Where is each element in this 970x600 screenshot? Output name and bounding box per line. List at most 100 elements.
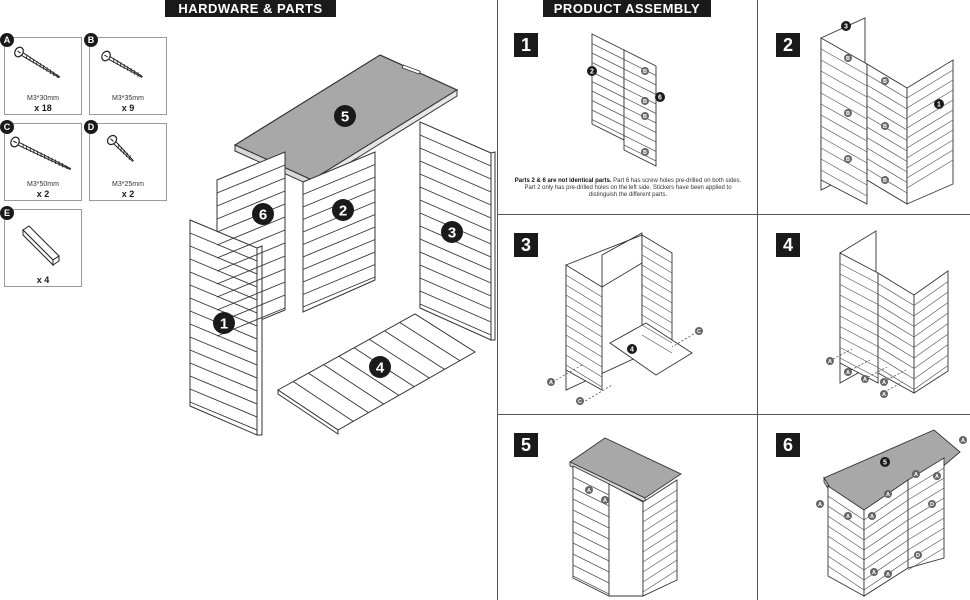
panel-slat xyxy=(863,549,909,581)
panel-slat xyxy=(863,539,909,571)
panel-slat xyxy=(642,539,678,563)
panel-slat xyxy=(907,527,945,551)
panel-slat xyxy=(572,542,610,562)
panel-slat xyxy=(302,239,376,270)
svg-text:A: A xyxy=(587,488,591,494)
hardware-letter-d: D xyxy=(84,120,98,134)
panel-slat xyxy=(216,281,286,311)
svg-text:5: 5 xyxy=(883,460,887,467)
panel-slat xyxy=(216,177,286,207)
panel-slat xyxy=(642,549,678,573)
step-6-label: A xyxy=(844,512,852,520)
svg-text:B: B xyxy=(846,157,850,163)
panel-slat xyxy=(591,62,625,79)
step-number-5: 5 xyxy=(514,433,538,457)
step-number-4: 4 xyxy=(776,233,800,257)
grid-divider-vertical xyxy=(757,0,758,600)
svg-text:A: A xyxy=(846,370,850,376)
panel-slat xyxy=(302,214,376,245)
panel-slat xyxy=(623,68,657,86)
wood-block-icon xyxy=(22,225,60,267)
panel-slat xyxy=(642,529,678,553)
panel-slat xyxy=(913,333,949,359)
panel-slat xyxy=(906,69,954,99)
step-2-label: B xyxy=(844,109,852,117)
panel-slat xyxy=(866,84,908,110)
panel-slat xyxy=(906,79,954,109)
panel-slat xyxy=(419,173,492,206)
screw-icon xyxy=(10,136,72,171)
panel-slat xyxy=(572,498,610,518)
panel-slat xyxy=(877,356,915,380)
panel-slat xyxy=(827,555,865,581)
step-6-diagram: 5 A A A A A A A D D A A xyxy=(816,429,967,597)
hardware-size-c: M3*50mm xyxy=(27,181,59,188)
floor-slat xyxy=(399,322,461,362)
panel-slat xyxy=(863,529,909,561)
panel-slat xyxy=(913,323,949,348)
svg-text:C: C xyxy=(578,399,582,405)
panel-slat xyxy=(866,105,908,131)
svg-text:A: A xyxy=(935,474,939,480)
svg-text:A: A xyxy=(603,498,607,504)
svg-text:4: 4 xyxy=(376,360,385,377)
panel-slat xyxy=(863,509,909,541)
panel-slat xyxy=(216,190,286,220)
panel-slat xyxy=(839,263,879,284)
panel-slat xyxy=(623,78,657,95)
svg-text:A: A xyxy=(886,492,890,498)
panel-slat xyxy=(572,520,610,540)
panel-slat xyxy=(827,495,865,521)
hardware-qty-c: x 2 xyxy=(36,189,50,199)
panel-slat xyxy=(863,499,909,531)
panel-slat xyxy=(642,519,678,543)
step-6-label: A xyxy=(868,512,876,520)
panel-slat xyxy=(302,251,376,283)
panel-slat xyxy=(591,119,625,136)
panel-slat xyxy=(863,519,909,551)
panel-slat xyxy=(189,232,258,262)
panel-slat xyxy=(866,147,908,173)
panel-slat xyxy=(216,255,286,285)
hardware-letter-c: C xyxy=(0,120,14,134)
panel-slat xyxy=(827,535,865,561)
panel-slat xyxy=(877,325,915,348)
panel-slat xyxy=(565,294,603,318)
step-6-label: A xyxy=(816,500,824,508)
panel-slat xyxy=(565,304,603,328)
panel-slat xyxy=(623,87,657,105)
svg-text:1: 1 xyxy=(220,316,228,333)
panel-slat xyxy=(623,135,657,152)
panel-slat xyxy=(913,365,949,390)
step-6-label: A xyxy=(884,570,892,578)
panel-slat xyxy=(839,273,879,295)
panel-slat xyxy=(565,314,603,338)
panel-slat xyxy=(419,199,492,232)
parts-note: Parts 2 & 6 are not identical parts. Par… xyxy=(512,178,744,199)
svg-text:2: 2 xyxy=(339,203,347,220)
panel-slat xyxy=(623,116,657,133)
panel-slat xyxy=(572,564,610,584)
panel-slat xyxy=(419,238,492,271)
panel-slat xyxy=(216,268,286,298)
svg-text:A: A xyxy=(961,438,965,444)
svg-text:B: B xyxy=(883,79,887,85)
panel-slat xyxy=(913,354,949,380)
panel-slat xyxy=(419,277,492,310)
part-badge-1: 1 xyxy=(213,312,235,334)
panel-slat xyxy=(189,297,258,327)
hardware-qty-a: x 18 xyxy=(34,103,52,113)
panel-slat xyxy=(641,314,673,334)
panel-slat xyxy=(565,274,603,298)
panel-slat xyxy=(591,109,625,127)
panel-slat xyxy=(189,336,258,366)
panel-slat xyxy=(189,271,258,301)
panel-slat xyxy=(189,323,258,353)
panel-slat xyxy=(641,334,673,354)
panel-slat xyxy=(913,291,949,317)
panel-slat xyxy=(642,559,678,583)
svg-text:A: A xyxy=(863,377,867,383)
svg-text:A: A xyxy=(870,514,874,520)
panel-slat xyxy=(820,147,868,175)
panel-slat xyxy=(913,302,949,327)
